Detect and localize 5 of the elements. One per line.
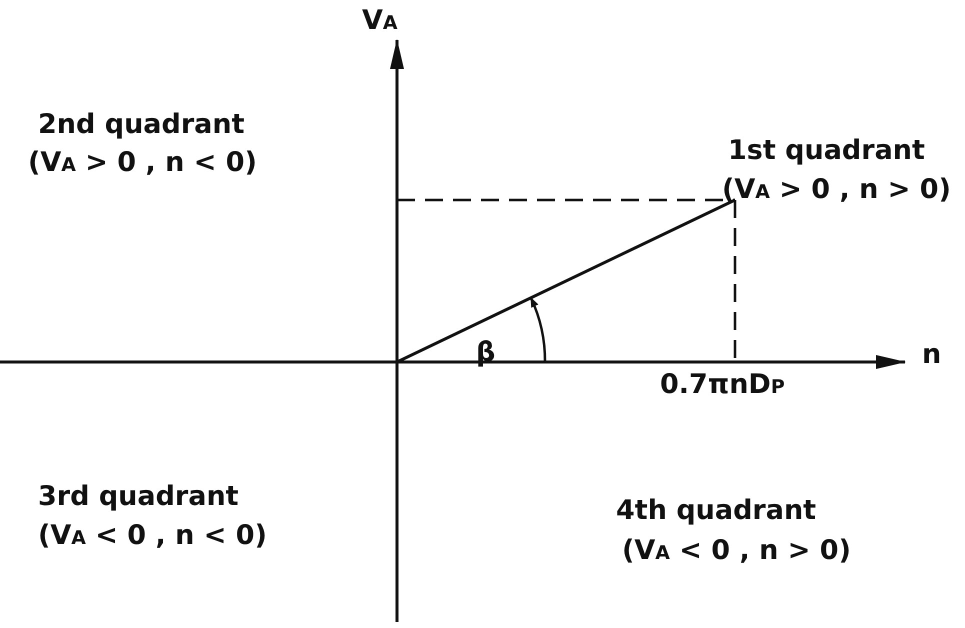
quadrant-label: 3rd quadrant xyxy=(38,482,239,512)
quadrant-label: 4th quadrant xyxy=(616,496,816,526)
quadrant-label: 1st quadrant xyxy=(728,136,925,166)
axis-label: n xyxy=(922,340,942,370)
quadrant-label: 2nd quadrant xyxy=(38,110,244,140)
